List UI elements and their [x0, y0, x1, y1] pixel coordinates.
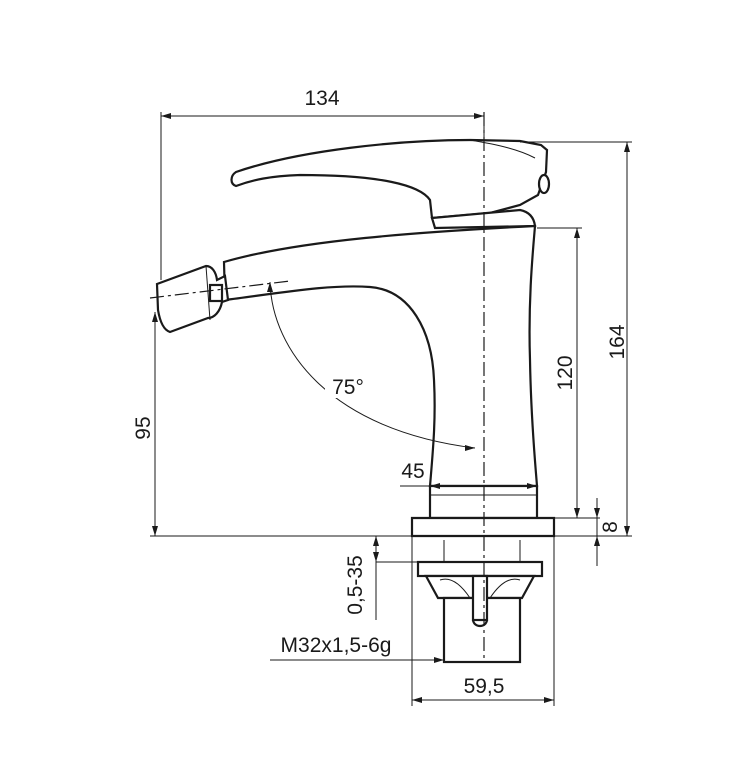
dim-75-label: 75°: [332, 376, 364, 399]
dim-thread: M32x1,5-6g: [270, 634, 520, 663]
lever-handle: [230, 138, 549, 220]
dim-120-label: 120: [554, 355, 577, 390]
dim-deck-label: 0,5-35: [344, 555, 367, 615]
faucet-body: [222, 224, 539, 488]
dim-8: 8: [594, 498, 622, 566]
bolt-tip: [471, 619, 489, 628]
dim-45: 45: [400, 460, 537, 489]
dim-59-5-label: 59,5: [464, 675, 505, 698]
dim-thread-label: M32x1,5-6g: [281, 634, 392, 657]
dim-134: 134: [160, 87, 485, 280]
mount-bolt: [471, 574, 489, 622]
base-flange: [410, 516, 556, 538]
handle-knob: [537, 173, 551, 195]
dim-deck-thickness: 0,5-35: [344, 536, 418, 620]
lever-handle-edge: [469, 139, 536, 159]
mount-nut-detail: [439, 578, 521, 599]
spout-aerator: [155, 264, 230, 334]
dim-120: 120: [537, 227, 600, 519]
dim-8-label: 8: [599, 521, 622, 533]
dim-95: 95: [132, 312, 412, 537]
mount-washer: [416, 560, 544, 578]
dim-164-label: 164: [606, 324, 629, 359]
spout-axis: [149, 280, 291, 299]
dim-134-label: 134: [304, 87, 339, 110]
dim-164: 164: [520, 141, 632, 537]
dim-95-label: 95: [132, 416, 155, 439]
aerator-pin: [208, 283, 224, 303]
dim-75-angle: 75°: [267, 281, 476, 451]
dim-59-5: 59,5: [411, 536, 555, 706]
dim-45-label: 45: [401, 460, 424, 483]
